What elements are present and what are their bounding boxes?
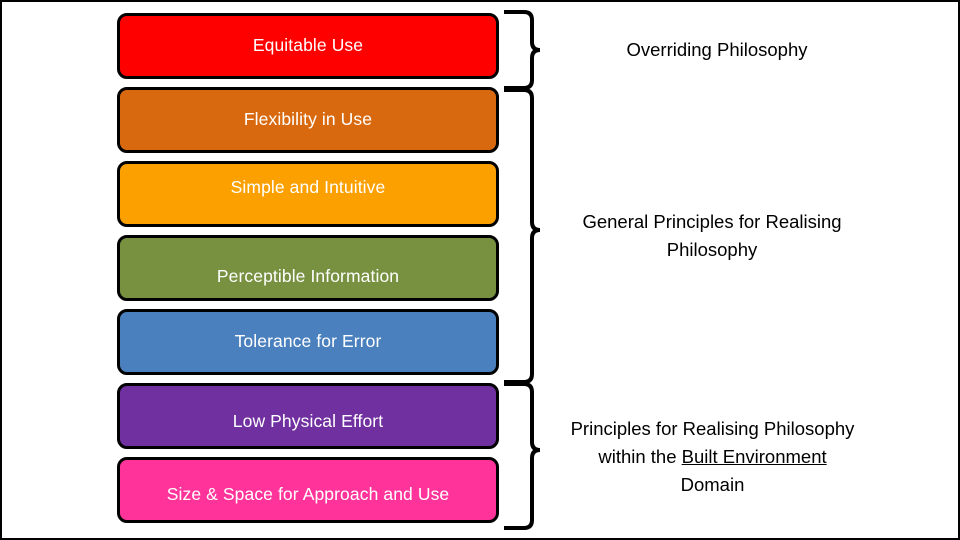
group-line-2: Philosophy <box>666 239 758 260</box>
principle-box-equitable-use[interactable]: Equitable Use <box>117 13 499 79</box>
principle-label: Flexibility in Use <box>243 109 373 130</box>
built-environment-emphasis: Built Environment <box>681 446 827 467</box>
principle-label: Low Physical Effort <box>232 411 384 432</box>
principle-label: Equitable Use <box>252 35 364 56</box>
group-line-2: within the Built Environment <box>535 443 890 471</box>
principles-column: Equitable Use Flexibility in Use Simple … <box>117 13 499 531</box>
group-line-3: Domain <box>680 474 745 495</box>
principle-box-flexibility-in-use[interactable]: Flexibility in Use <box>117 87 499 153</box>
group-text-built-environment-principles: Principles for Realising Philosophy with… <box>535 415 890 499</box>
principle-box-low-physical-effort[interactable]: Low Physical Effort <box>117 383 499 449</box>
group-text-overriding-philosophy: Overriding Philosophy <box>537 36 897 64</box>
brace-general-principles <box>502 86 542 386</box>
group-line-2-prefix: within the <box>598 446 682 467</box>
brace-overriding-philosophy <box>502 8 542 94</box>
group-text-general-principles: General Principles for Realising Philoso… <box>537 208 887 264</box>
principle-label: Tolerance for Error <box>234 331 382 352</box>
principle-label: Perceptible Information <box>216 266 400 287</box>
group-line-1: Principles for Realising Philosophy <box>570 418 855 439</box>
principle-box-tolerance-for-error[interactable]: Tolerance for Error <box>117 309 499 375</box>
principle-label: Size & Space for Approach and Use <box>166 484 450 505</box>
principle-label: Simple and Intuitive <box>230 177 386 198</box>
principle-box-size-and-space[interactable]: Size & Space for Approach and Use <box>117 457 499 523</box>
principle-box-simple-and-intuitive[interactable]: Simple and Intuitive <box>117 161 499 227</box>
principle-box-perceptible-information[interactable]: Perceptible Information <box>117 235 499 301</box>
group-line-1: Overriding Philosophy <box>626 39 808 60</box>
group-line-1: General Principles for Realising <box>582 211 842 232</box>
